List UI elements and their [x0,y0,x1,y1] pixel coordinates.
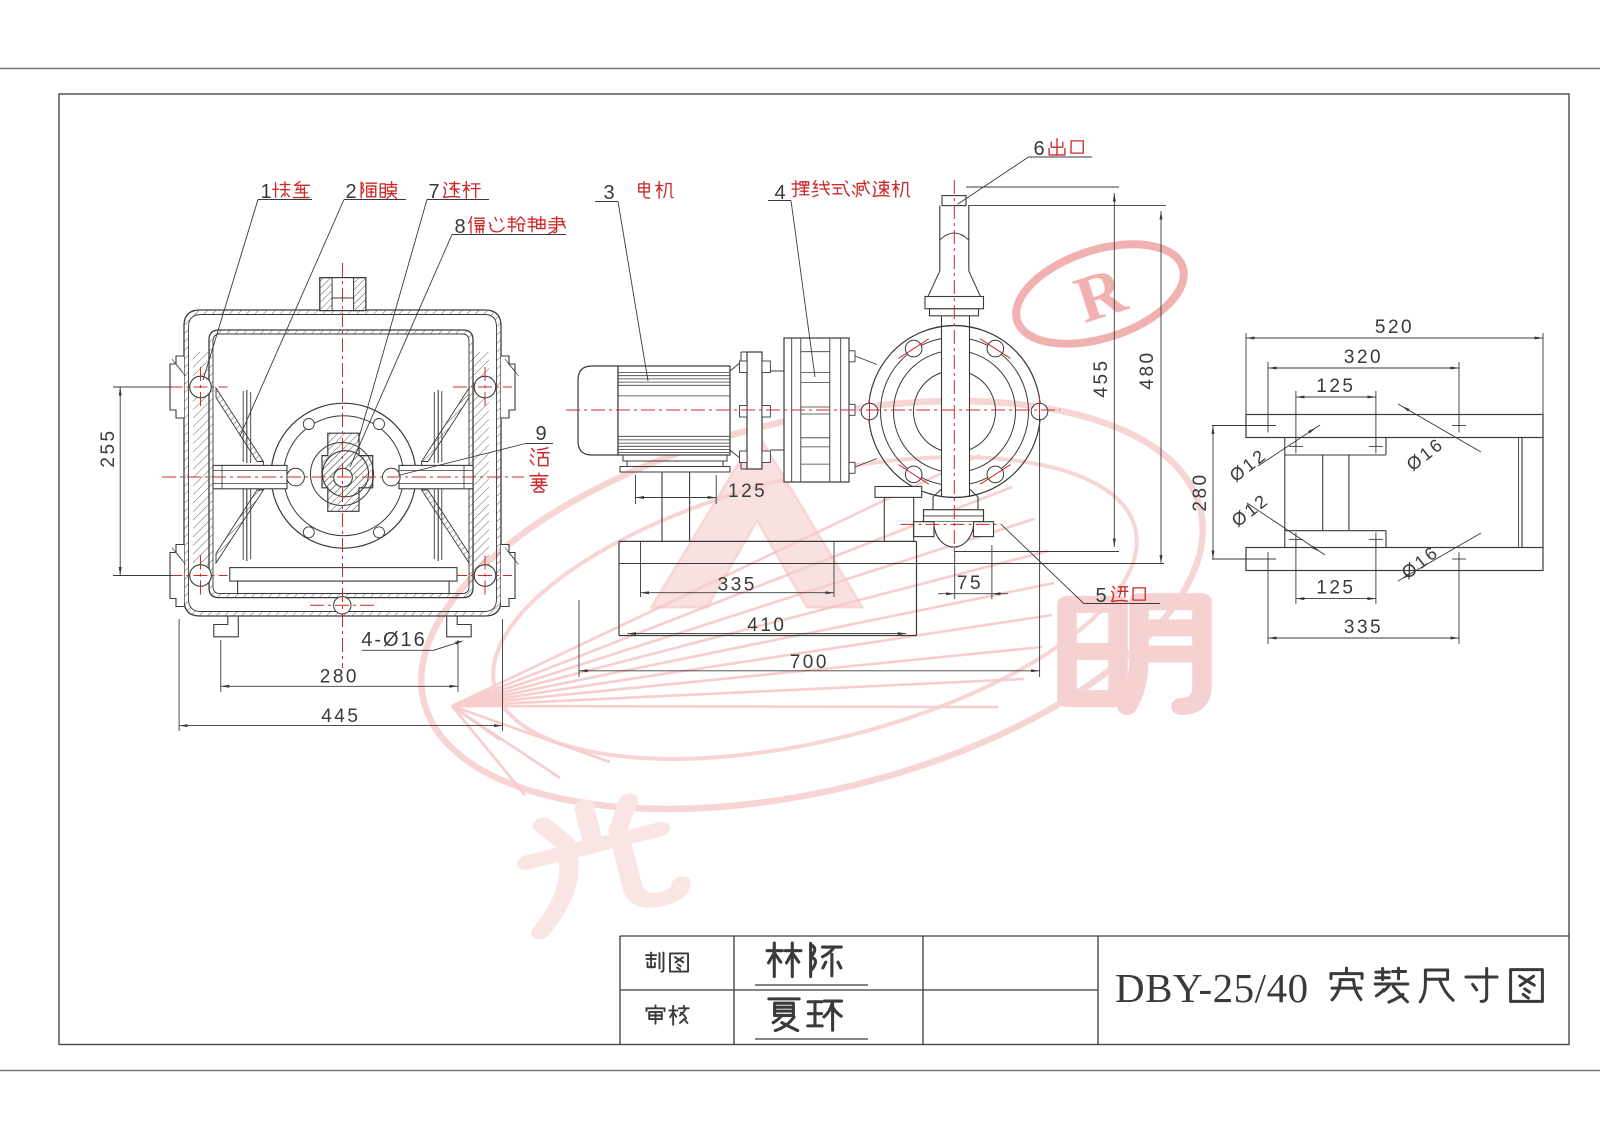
svg-text:335: 335 [718,575,757,596]
svg-text:455: 455 [1091,358,1112,397]
svg-text:520: 520 [1375,317,1414,338]
svg-text:3: 3 [603,182,614,204]
svg-text:410: 410 [747,615,786,636]
svg-text:4-Ø16: 4-Ø16 [361,629,427,651]
svg-text:4: 4 [774,182,785,204]
svg-text:320: 320 [1344,347,1383,368]
svg-text:8: 8 [454,216,465,238]
svg-text:125: 125 [728,481,767,502]
svg-text:7: 7 [428,181,439,203]
svg-text:125: 125 [1316,376,1355,397]
svg-text:1: 1 [260,181,271,203]
svg-text:125: 125 [1316,578,1355,599]
svg-text:6: 6 [1033,138,1044,160]
svg-text:75: 75 [957,573,983,594]
svg-text:335: 335 [1344,617,1383,638]
svg-text:480: 480 [1137,350,1158,389]
svg-text:700: 700 [790,652,829,673]
svg-text:9: 9 [535,423,546,445]
svg-text:5: 5 [1095,585,1106,607]
svg-text:280: 280 [1190,472,1211,511]
svg-text:2: 2 [345,181,356,203]
svg-text:280: 280 [320,667,359,688]
svg-text:DBY-25/40: DBY-25/40 [1115,965,1309,1011]
svg-text:445: 445 [321,706,360,727]
svg-text:255: 255 [98,428,119,467]
